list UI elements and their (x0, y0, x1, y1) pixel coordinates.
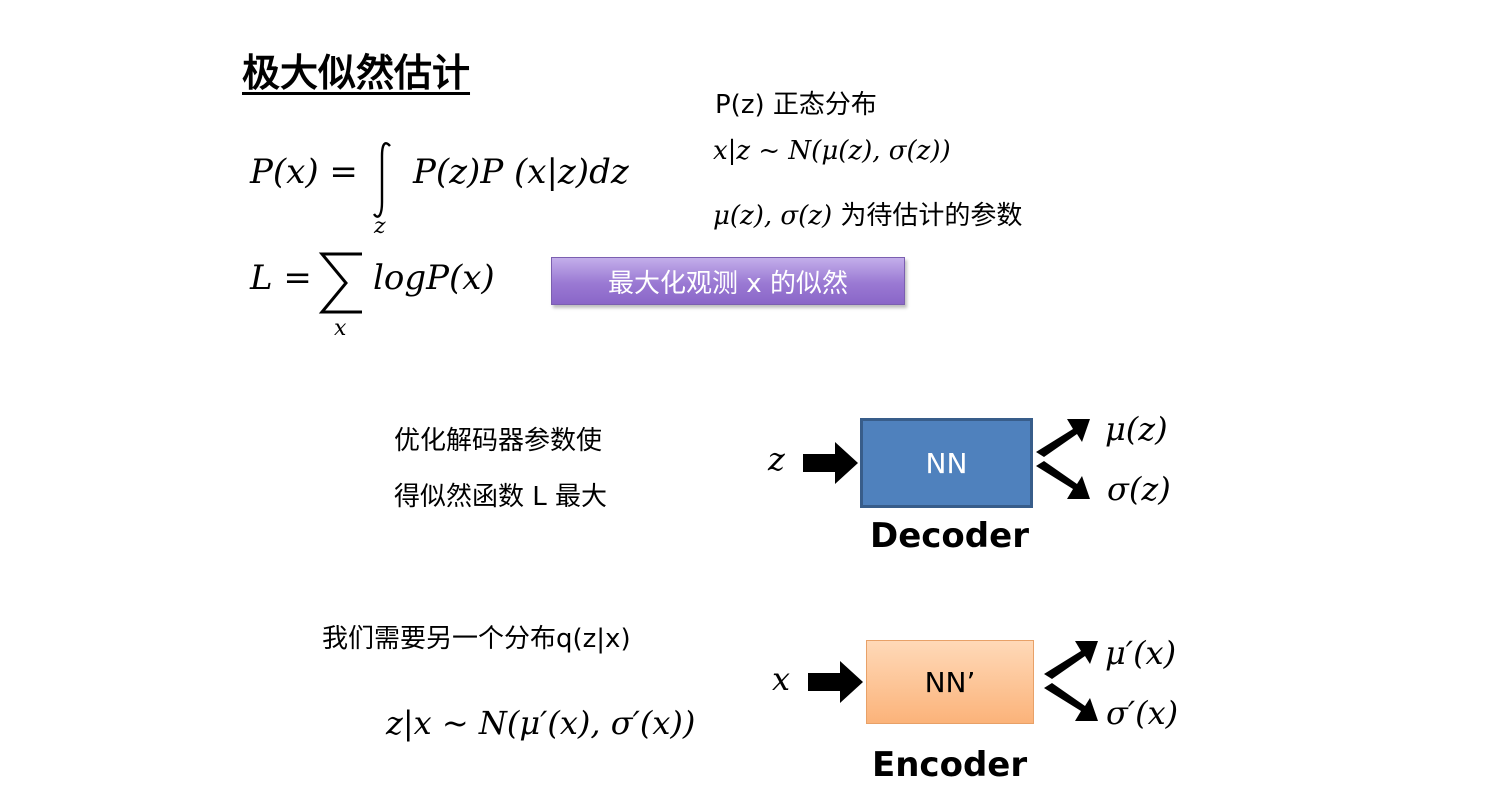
l-equation-rhs: logP(x) (373, 258, 495, 298)
encoder-output-mu: μ′(x) (1105, 634, 1177, 672)
encoder-label: Encoder (872, 745, 1028, 785)
xz-distribution: x|z ~ N(μ(z), σ(z)) (713, 136, 951, 166)
encoder-desc: 我们需要另一个分布q(z|x) (322, 624, 631, 654)
integral-subscript: z (374, 214, 386, 239)
encoder-output-sigma: σ′(x) (1106, 694, 1179, 732)
slide-title: 极大似然估计 (242, 51, 471, 95)
decoder-desc-line1: 优化解码器参数使 (394, 426, 603, 456)
encoder-split-arrow-icon (1044, 641, 1098, 721)
l-equation-lhs: L = (250, 258, 312, 298)
decoder-label: Decoder (870, 516, 1029, 556)
px-equation-lhs: P(x) = (250, 152, 358, 192)
integral-sign-icon (373, 142, 391, 218)
params-math: μ(z), σ(z) (713, 201, 833, 231)
decoder-output-mu: μ(z) (1105, 410, 1168, 448)
encoder-formula: z|x ~ N(μ′(x), σ′(x)) (386, 704, 696, 742)
encoder-input-x: x (772, 660, 791, 698)
maximize-likelihood-button[interactable]: 最大化观测 x 的似然 (551, 257, 905, 305)
params-text: 为待估计的参数 (832, 201, 1023, 231)
encoder-input-arrow-icon (808, 661, 863, 703)
px-equation-rhs: P(z)P (x|z)dz (413, 152, 629, 192)
decoder-output-sigma: σ(z) (1107, 470, 1171, 508)
decoder-nn-box: NN (860, 418, 1033, 508)
decoder-desc-line2: 得似然函数 L 最大 (394, 482, 608, 512)
decoder-input-z: z (768, 440, 785, 478)
params-note: μ(z), σ(z) 为待估计的参数 (713, 195, 1022, 232)
sum-sign-icon (318, 252, 362, 314)
decoder-split-arrow-icon (1036, 419, 1090, 499)
pz-note: P(z) 正态分布 (715, 90, 877, 120)
encoder-nn-box: NN’ (866, 640, 1034, 724)
sum-subscript: x (334, 316, 347, 341)
decoder-input-arrow-icon (803, 442, 858, 484)
